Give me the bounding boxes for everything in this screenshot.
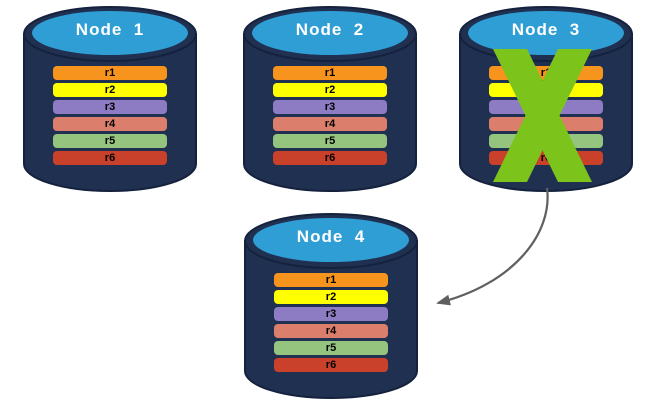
replica-row: r5 bbox=[273, 134, 387, 148]
replica-row: r2 bbox=[489, 83, 603, 97]
replica-row: r2 bbox=[273, 83, 387, 97]
replica-row: r3 bbox=[274, 307, 388, 321]
replica-row: r2 bbox=[274, 290, 388, 304]
node-4-label: Node 4 bbox=[296, 227, 366, 246]
replica-row: r1 bbox=[273, 66, 387, 80]
node-3-label: Node 3 bbox=[511, 20, 581, 39]
node-1-label: Node 1 bbox=[75, 20, 145, 39]
node-3: Node 3 r1 r2 r3 r4 r5 r6 bbox=[456, 4, 636, 196]
node-1-replicas: r1 r2 r3 r4 r5 r6 bbox=[53, 66, 167, 168]
replica-row: r6 bbox=[53, 151, 167, 165]
replica-row: r4 bbox=[274, 324, 388, 338]
replica-row: r2 bbox=[53, 83, 167, 97]
replica-row: r6 bbox=[489, 151, 603, 165]
replica-row: r5 bbox=[53, 134, 167, 148]
replica-row: r3 bbox=[273, 100, 387, 114]
replica-row: r4 bbox=[273, 117, 387, 131]
replica-row: r1 bbox=[489, 66, 603, 80]
node-2-label: Node 2 bbox=[295, 20, 365, 39]
replica-row: r6 bbox=[274, 358, 388, 372]
replica-row: r4 bbox=[53, 117, 167, 131]
replica-row: r6 bbox=[273, 151, 387, 165]
node-4: Node 4 r1 r2 r3 r4 r5 r6 bbox=[241, 211, 421, 402]
replica-row: r3 bbox=[489, 100, 603, 114]
replica-row: r5 bbox=[274, 341, 388, 355]
replica-row: r4 bbox=[489, 117, 603, 131]
node-2: Node 2 r1 r2 r3 r4 r5 r6 bbox=[240, 4, 420, 196]
node-4-replicas: r1 r2 r3 r4 r5 r6 bbox=[274, 273, 388, 375]
node-1: Node 1 r1 r2 r3 r4 r5 r6 bbox=[20, 4, 200, 196]
replica-row: r5 bbox=[489, 134, 603, 148]
replica-row: r1 bbox=[274, 273, 388, 287]
replica-row: r1 bbox=[53, 66, 167, 80]
node-2-replicas: r1 r2 r3 r4 r5 r6 bbox=[273, 66, 387, 168]
replica-row: r3 bbox=[53, 100, 167, 114]
node-3-replicas: r1 r2 r3 r4 r5 r6 bbox=[489, 66, 603, 168]
